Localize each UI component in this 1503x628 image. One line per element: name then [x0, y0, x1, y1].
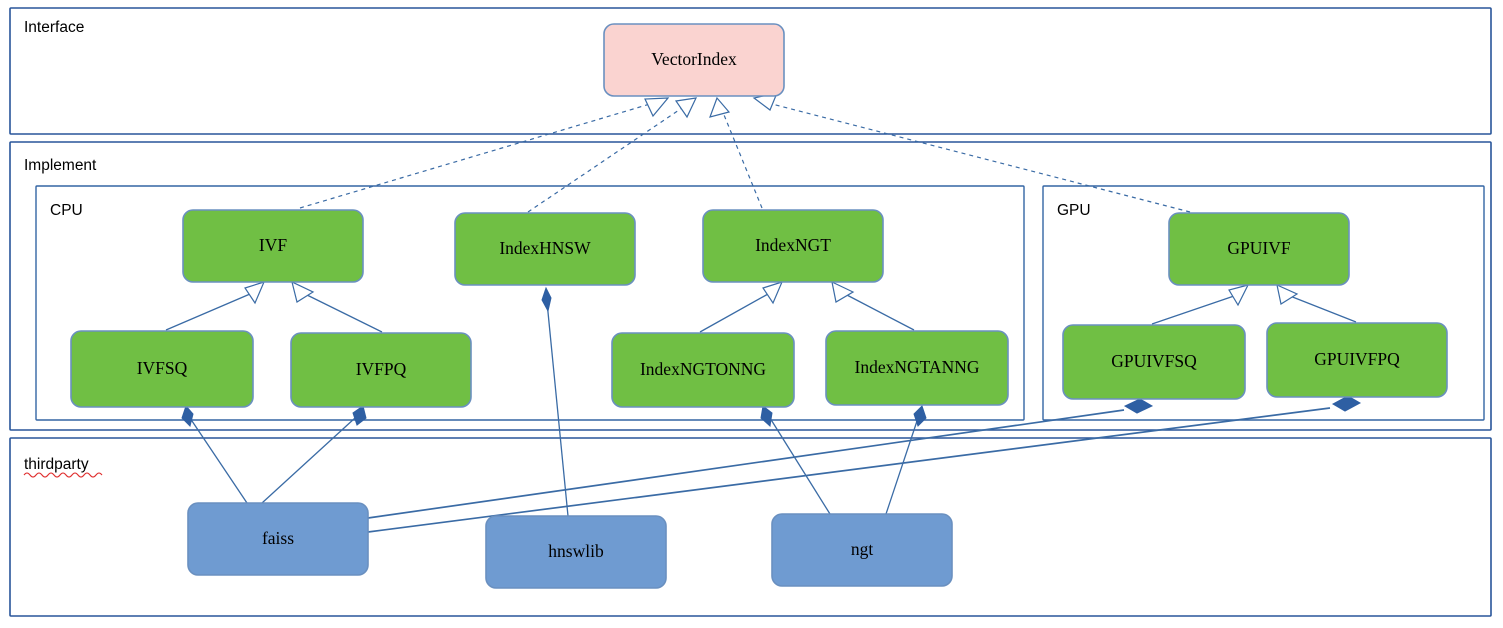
edge-indexngtanng-to-indexngt	[831, 280, 915, 331]
node-gpuivf[interactable]: GPUIVF	[1168, 212, 1350, 286]
node-indexngtanng[interactable]: IndexNGTANNG	[825, 330, 1009, 406]
node-ivfpq[interactable]: IVFPQ	[290, 332, 472, 408]
edge-faiss-to-gpuivfsq	[367, 398, 1154, 519]
spellcheck-squiggle-icon	[23, 472, 103, 478]
node-label-indexngt: IndexNGT	[755, 235, 831, 255]
edge-faiss-to-ivfsq	[181, 405, 248, 504]
node-label-vectorindex: VectorIndex	[651, 49, 737, 69]
edge-ngt-to-indexngtanng	[885, 405, 927, 515]
node-label-ivfsq: IVFSQ	[137, 358, 188, 378]
container-label-cpu: CPU	[50, 202, 83, 219]
node-label-indexngtanng: IndexNGTANNG	[855, 357, 980, 377]
edge-ivfpq-to-ivf	[291, 280, 383, 333]
container-thirdparty: thirdparty	[9, 437, 1492, 617]
node-label-ngt: ngt	[851, 539, 874, 559]
edge-ivfsq-to-ivf	[165, 281, 266, 331]
node-ngt[interactable]: ngt	[771, 513, 953, 587]
node-indexngt[interactable]: IndexNGT	[702, 209, 884, 283]
node-label-hnswlib: hnswlib	[548, 541, 604, 561]
node-indexhnsw[interactable]: IndexHNSW	[454, 212, 636, 286]
edge-indexhnsw-to-vectorindex	[527, 97, 698, 213]
node-faiss[interactable]: faiss	[187, 502, 369, 576]
container-label-interface: Interface	[24, 19, 84, 36]
edge-ivf-to-vectorindex	[299, 97, 670, 209]
edge-indexngt-to-vectorindex	[709, 96, 763, 209]
edge-faiss-to-ivfpq	[261, 405, 367, 504]
container-label-thirdparty: thirdparty	[24, 456, 89, 473]
node-label-gpuivfpq: GPUIVFPQ	[1314, 349, 1400, 369]
edge-hnswlib-to-indexhnsw	[541, 286, 569, 517]
node-vectorindex[interactable]: VectorIndex	[603, 23, 785, 97]
node-label-gpuivf: GPUIVF	[1227, 238, 1290, 258]
edge-ngt-to-indexngtonng	[760, 405, 831, 515]
node-gpuivfpq[interactable]: GPUIVFPQ	[1266, 322, 1448, 398]
edge-indexngtonng-to-indexngt	[699, 281, 784, 333]
edge-faiss-to-gpuivfpq	[367, 395, 1362, 533]
node-hnswlib[interactable]: hnswlib	[485, 515, 667, 589]
node-label-faiss: faiss	[262, 528, 294, 548]
node-label-ivfpq: IVFPQ	[356, 359, 407, 379]
node-ivf[interactable]: IVF	[182, 209, 364, 283]
container-label-gpu: GPU	[1057, 202, 1091, 219]
node-label-gpuivfsq: GPUIVFSQ	[1111, 351, 1197, 371]
container-label-implement: Implement	[24, 157, 97, 174]
node-indexngtonng[interactable]: IndexNGTONNG	[611, 332, 795, 408]
node-ivfsq[interactable]: IVFSQ	[70, 330, 254, 408]
edge-gpuivfpq-to-gpuivf	[1276, 283, 1357, 323]
node-label-indexhnsw: IndexHNSW	[499, 238, 591, 258]
edge-gpuivfsq-to-gpuivf	[1151, 284, 1250, 325]
node-gpuivfsq[interactable]: GPUIVFSQ	[1062, 324, 1246, 400]
node-label-ivf: IVF	[259, 235, 287, 255]
node-label-indexngtonng: IndexNGTONNG	[640, 359, 766, 379]
